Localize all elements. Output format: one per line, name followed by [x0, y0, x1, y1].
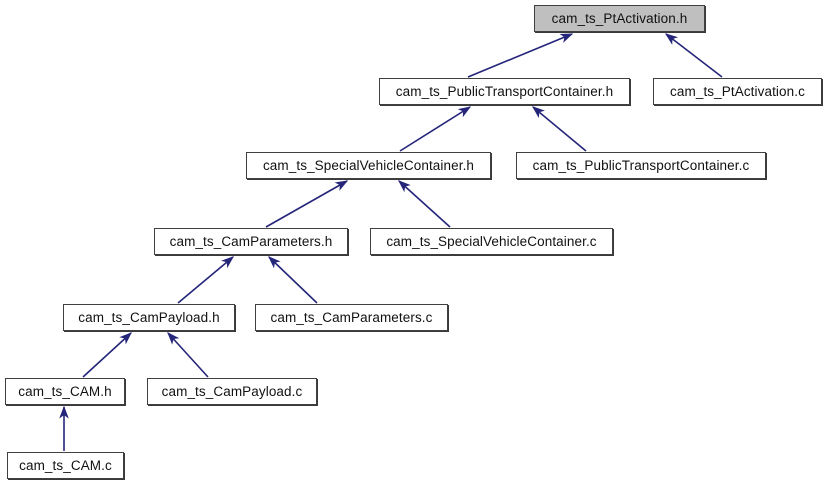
graph-edge-public_transport_container_c-to-public_transport_container_h [532, 106, 587, 152]
graph-node-cam_payload_c[interactable]: cam_ts_CamPayload.c [147, 378, 317, 405]
graph-node-label: cam_ts_CAM.c [19, 457, 112, 473]
graph-node-special_vehicle_container_h[interactable]: cam_ts_SpecialVehicleContainer.h [246, 152, 491, 179]
graph-node-cam_payload_h[interactable]: cam_ts_CamPayload.h [63, 304, 235, 331]
graph-node-label: cam_ts_CamPayload.c [161, 383, 303, 399]
graph-edge-special_vehicle_container_c-to-special_vehicle_container_h [398, 180, 451, 228]
graph-node-cam_parameters_h[interactable]: cam_ts_CamParameters.h [154, 228, 348, 255]
graph-node-public_transport_container_c[interactable]: cam_ts_PublicTransportContainer.c [516, 152, 766, 179]
graph-node-label: cam_ts_SpecialVehicleContainer.h [262, 157, 475, 173]
graph-edge-pt_activation_c-to-pt_activation_h [664, 33, 723, 78]
graph-node-cam_h[interactable]: cam_ts_CAM.h [5, 378, 125, 405]
graph-edge-cam_parameters_h-to-special_vehicle_container_h [265, 180, 349, 228]
graph-node-cam_c[interactable]: cam_ts_CAM.c [7, 452, 124, 479]
graph-node-label: cam_ts_PublicTransportContainer.c [532, 157, 750, 173]
graph-node-cam_parameters_c[interactable]: cam_ts_CamParameters.c [255, 304, 448, 331]
graph-edge-cam_payload_h-to-cam_parameters_h [177, 256, 234, 304]
graph-node-pt_activation_h[interactable]: cam_ts_PtActivation.h [534, 5, 705, 32]
graph-edge-cam_payload_c-to-cam_payload_h [167, 332, 209, 378]
graph-edge-cam_h-to-cam_payload_h [82, 332, 132, 378]
graph-node-label: cam_ts_CamPayload.h [78, 309, 220, 325]
graph-node-label: cam_ts_PtActivation.c [670, 83, 805, 99]
graph-node-special_vehicle_container_c[interactable]: cam_ts_SpecialVehicleContainer.c [370, 228, 613, 255]
graph-node-label: cam_ts_CamParameters.c [270, 309, 433, 325]
graph-edge-special_vehicle_container_h-to-public_transport_container_h [399, 106, 472, 152]
graph-node-label: cam_ts_PtActivation.h [551, 10, 688, 26]
graph-node-label: cam_ts_SpecialVehicleContainer.c [386, 233, 597, 249]
graph-node-public_transport_container_h[interactable]: cam_ts_PublicTransportContainer.h [379, 78, 630, 105]
graph-node-pt_activation_c[interactable]: cam_ts_PtActivation.c [653, 78, 822, 105]
graph-node-label: cam_ts_CamParameters.h [169, 233, 333, 249]
graph-node-label: cam_ts_PublicTransportContainer.h [395, 83, 614, 99]
graph-node-label: cam_ts_CAM.h [18, 383, 112, 399]
graph-edge-public_transport_container_h-to-pt_activation_h [467, 33, 574, 78]
graph-edge-cam_parameters_c-to-cam_parameters_h [268, 256, 318, 304]
